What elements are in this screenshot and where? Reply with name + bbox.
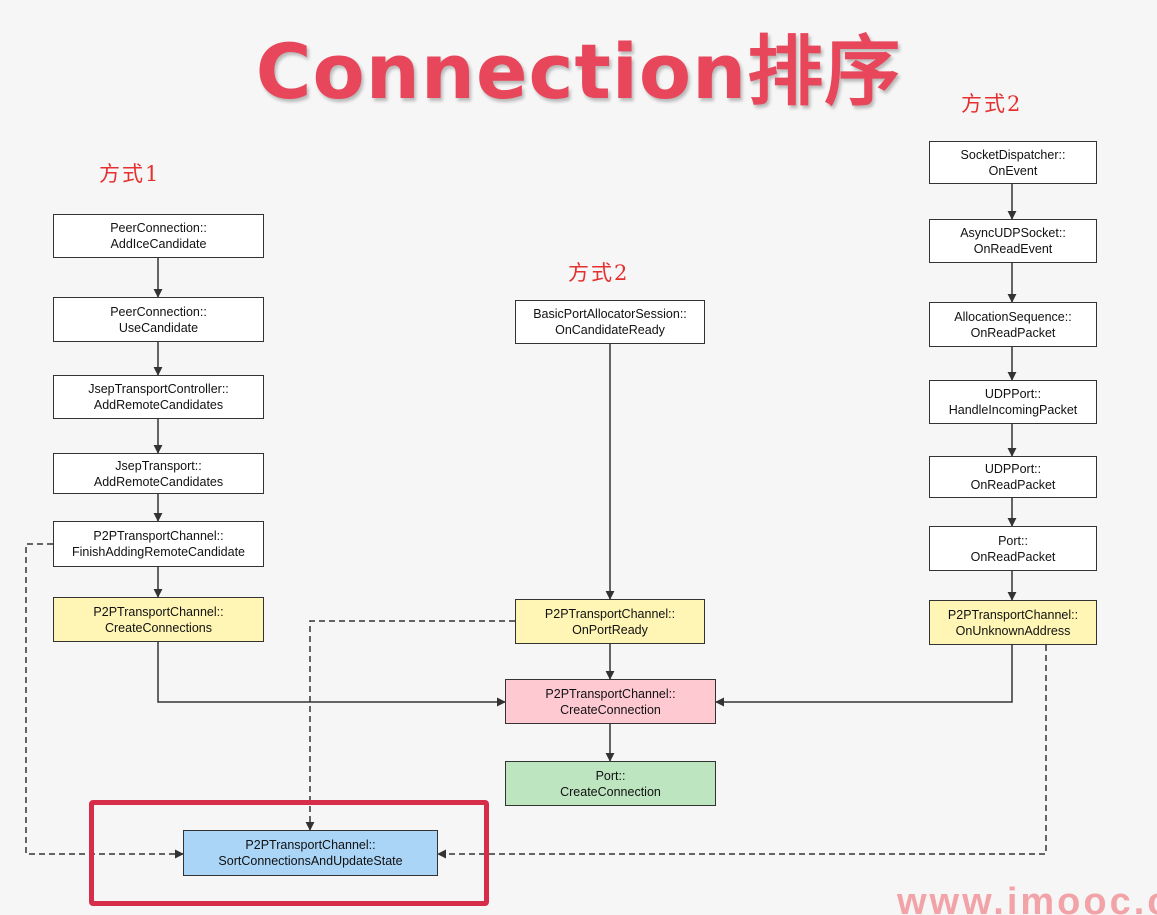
node-finish-adding-remote-candidate: P2PTransportChannel::FinishAddingRemoteC… bbox=[53, 521, 264, 567]
node-on-unknown-address: P2PTransportChannel::OnUnknownAddress bbox=[929, 600, 1097, 645]
edge-unknown-address-to-create-connection bbox=[715, 645, 1013, 707]
node-udp-port-on-read-packet: UDPPort::OnReadPacket bbox=[929, 456, 1097, 498]
node-sort-connections-and-update-state: P2PTransportChannel::SortConnectionsAndU… bbox=[183, 830, 438, 876]
node-create-connection: P2PTransportChannel::CreateConnection bbox=[505, 679, 716, 724]
method-2-center-label: 方式2 bbox=[568, 261, 630, 285]
diagram-title: Connection排序 bbox=[255, 27, 902, 116]
watermark-text: www.imooc.c bbox=[897, 881, 1157, 915]
node-create-connections: P2PTransportChannel::CreateConnections bbox=[53, 597, 264, 642]
highlight-box bbox=[89, 800, 489, 906]
dashed-edge-finish-adding-to-sort bbox=[25, 543, 184, 859]
node-port-on-read-packet: Port::OnReadPacket bbox=[929, 526, 1097, 571]
node-async-udp-on-read-event: AsyncUDPSocket::OnReadEvent bbox=[929, 219, 1097, 263]
edge-create-connections-to-create-connection bbox=[157, 642, 506, 707]
node-allocation-sequence-on-read-packet: AllocationSequence::OnReadPacket bbox=[929, 302, 1097, 347]
node-add-ice-candidate: PeerConnection::AddIceCandidate bbox=[53, 214, 264, 258]
node-socket-dispatcher-on-event: SocketDispatcher::OnEvent bbox=[929, 141, 1097, 184]
method-2-right-label: 方式2 bbox=[961, 92, 1023, 116]
node-on-candidate-ready: BasicPortAllocatorSession::OnCandidateRe… bbox=[515, 300, 705, 344]
dashed-edge-unknown-address-to-sort bbox=[437, 645, 1047, 859]
node-udp-port-handle-incoming-packet: UDPPort::HandleIncomingPacket bbox=[929, 380, 1097, 424]
method-1-label: 方式1 bbox=[99, 162, 161, 186]
dashed-edge-port-ready-to-sort bbox=[305, 620, 515, 831]
node-port-create-connection: Port::CreateConnection bbox=[505, 761, 716, 806]
node-jsep-transport-add-remote-candidates: JsepTransport::AddRemoteCandidates bbox=[53, 453, 264, 494]
node-use-candidate: PeerConnection::UseCandidate bbox=[53, 297, 264, 342]
node-on-port-ready: P2PTransportChannel::OnPortReady bbox=[515, 599, 705, 644]
node-jsep-controller-add-remote-candidates: JsepTransportController::AddRemoteCandid… bbox=[53, 375, 264, 419]
